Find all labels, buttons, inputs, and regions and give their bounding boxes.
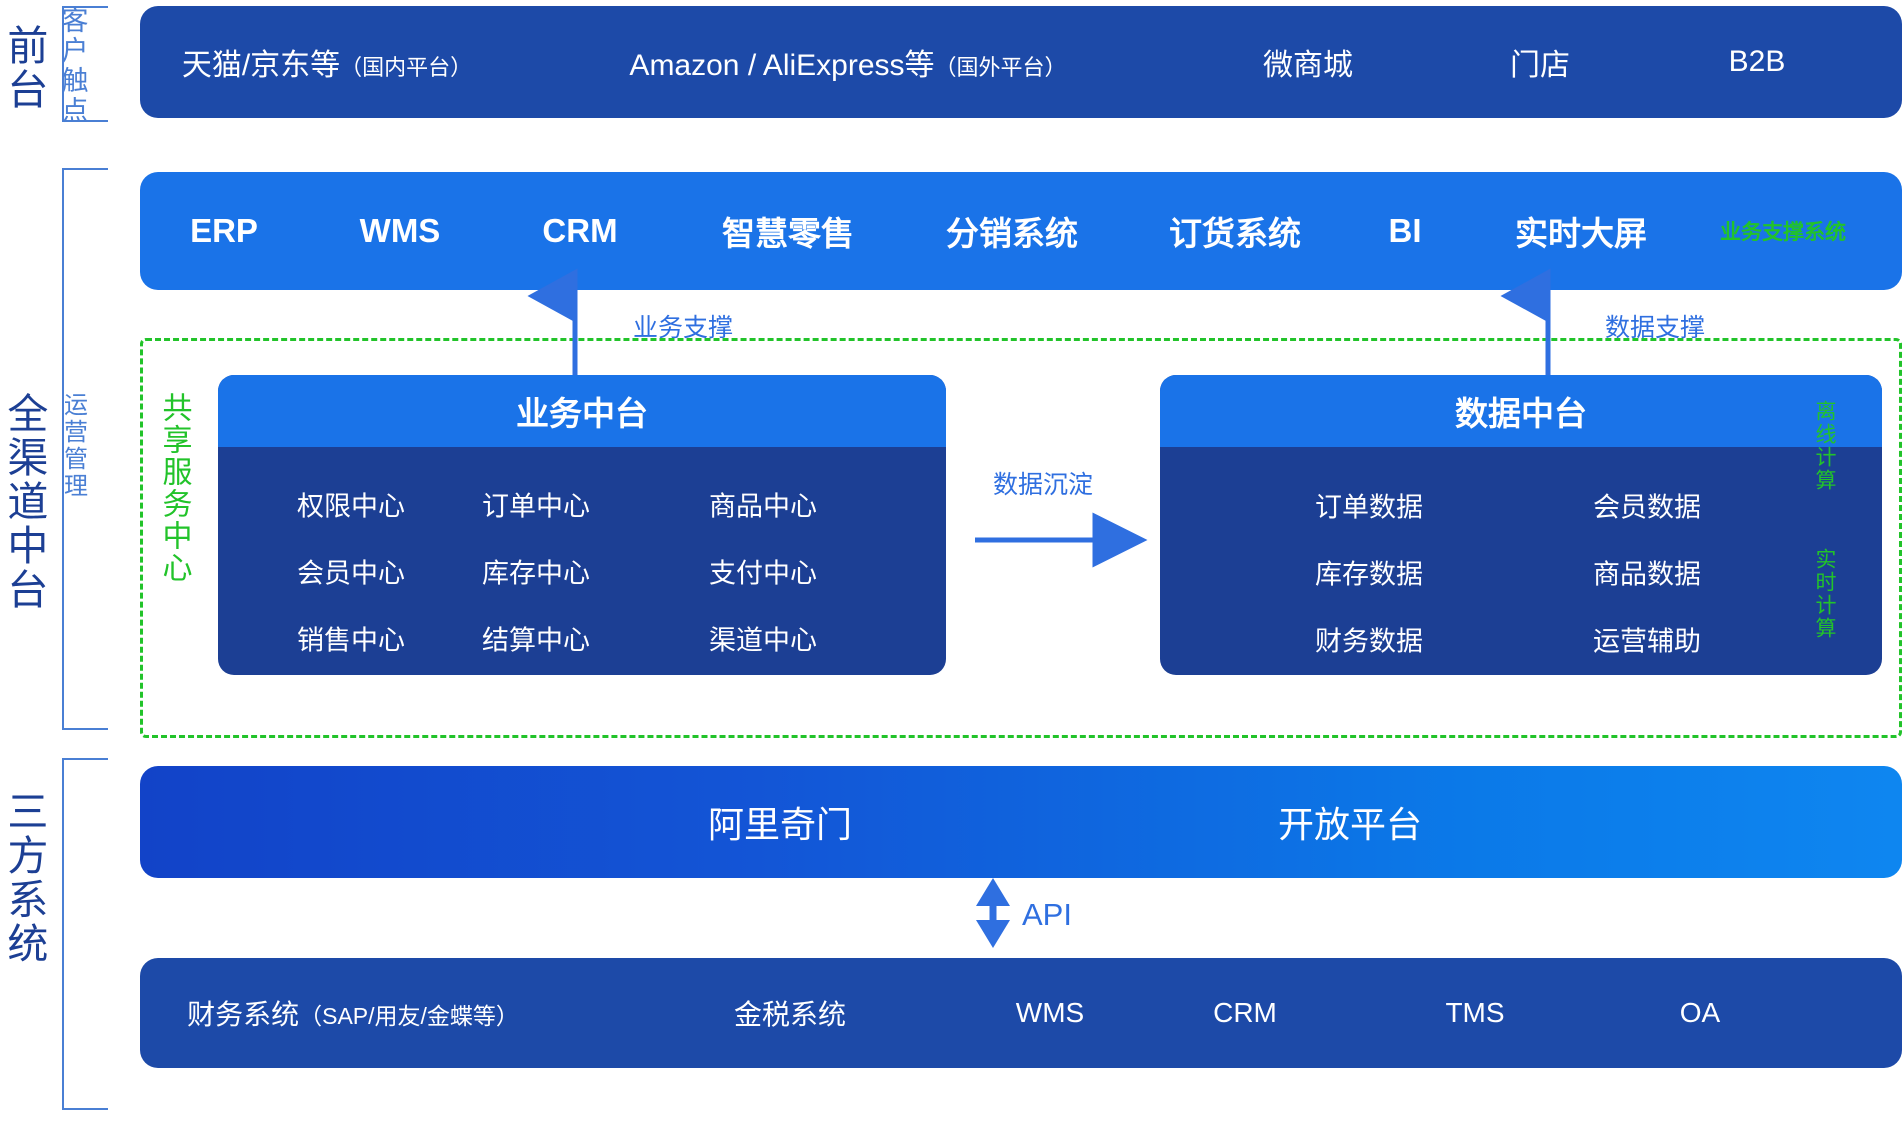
- support-item-realtime-screen[interactable]: 实时大屏: [1515, 215, 1647, 252]
- business-center-item-2-2[interactable]: 渠道中心: [709, 625, 817, 656]
- third-party-item-5-main: OA: [1679, 997, 1721, 1028]
- business-support-systems-bar: ERP WMS CRM 智慧零售 分销系统 订货系统 BI 实时大屏 业务支撑系…: [140, 172, 1902, 290]
- third-party-item-4-main: TMS: [1445, 997, 1505, 1028]
- business-center-body: 权限中心 会员中心 销售中心 订单中心 库存中心 结算中心 商品中心 支付中心 …: [218, 447, 946, 675]
- third-party-item-4[interactable]: TMS: [1445, 997, 1504, 1029]
- data-center-item-1-1[interactable]: 商品数据: [1593, 559, 1701, 590]
- connector-label-api: API: [1022, 897, 1072, 932]
- data-center-item-1-2[interactable]: 运营辅助: [1593, 626, 1701, 657]
- frontend-item-4-main: B2B: [1728, 45, 1786, 78]
- side-label-frontend-minor: 客户触点: [57, 6, 88, 126]
- frontend-item-1-sub: （国外平台）: [934, 55, 1067, 80]
- data-center-item-0-0[interactable]: 订单数据: [1315, 492, 1423, 523]
- open-platform-item-qimen[interactable]: 阿里奇门: [707, 804, 853, 845]
- third-party-item-3[interactable]: CRM: [1213, 997, 1277, 1029]
- bracket-third-party: [62, 758, 108, 1110]
- business-center-item-2-1[interactable]: 支付中心: [709, 558, 817, 589]
- side-label-third-major: 三方系统: [0, 790, 47, 966]
- support-item-wms[interactable]: WMS: [359, 212, 441, 249]
- open-platform-bar: 阿里奇门 开放平台: [140, 766, 1902, 878]
- open-platform-item-open[interactable]: 开放平台: [1277, 804, 1423, 845]
- third-party-item-2-main: WMS: [1015, 997, 1085, 1028]
- frontend-item-0-sub: （国内平台）: [340, 55, 473, 80]
- bracket-middle: [62, 168, 108, 730]
- frontend-item-0-main: 天猫/京东等: [181, 49, 341, 82]
- business-center-item-2-0[interactable]: 商品中心: [709, 491, 817, 522]
- data-center-item-0-2[interactable]: 财务数据: [1315, 626, 1423, 657]
- support-item-ordering[interactable]: 订货系统: [1169, 215, 1301, 252]
- connector-label-data-support: 数据支撑: [1604, 314, 1706, 342]
- connector-label-data-sedimentation: 数据沉淀: [992, 471, 1094, 499]
- side-label-frontend-major: 前台: [0, 24, 47, 112]
- third-party-item-0-main: 财务系统: [187, 999, 300, 1030]
- business-center-item-1-2[interactable]: 结算中心: [482, 625, 590, 656]
- frontend-item-0[interactable]: 天猫/京东等（国内平台）: [182, 40, 472, 84]
- support-item-smart-retail[interactable]: 智慧零售: [722, 215, 854, 252]
- third-party-item-0-sub: （SAP/用友/金蝶等）: [299, 1003, 519, 1029]
- third-party-item-2[interactable]: WMS: [1016, 997, 1084, 1029]
- third-party-item-1[interactable]: 金税系统: [734, 993, 846, 1033]
- arrow-api-down-head: [976, 920, 1010, 948]
- frontend-touchpoints-bar: 天猫/京东等（国内平台） Amazon / AliExpress等（国外平台） …: [140, 6, 1902, 118]
- frontend-item-1[interactable]: Amazon / AliExpress等（国外平台）: [629, 40, 1066, 84]
- data-center-item-0-1[interactable]: 库存数据: [1315, 559, 1423, 590]
- business-center-title: 业务中台: [218, 375, 946, 447]
- connector-label-business-support: 业务支撑: [632, 314, 734, 342]
- business-center-item-0-0[interactable]: 权限中心: [297, 491, 405, 522]
- business-center-item-0-2[interactable]: 销售中心: [297, 625, 405, 656]
- business-center-item-1-0[interactable]: 订单中心: [482, 491, 590, 522]
- third-party-item-3-main: CRM: [1213, 997, 1277, 1028]
- third-party-item-5[interactable]: OA: [1680, 997, 1720, 1029]
- business-center-card: 业务中台 权限中心 会员中心 销售中心 订单中心 库存中心 结算中心 商品中心 …: [218, 375, 946, 675]
- third-party-item-1-main: 金税系统: [733, 999, 847, 1030]
- frontend-item-2-main: 微商城: [1263, 49, 1353, 82]
- third-party-systems-bar: 财务系统（SAP/用友/金蝶等） 金税系统 WMS CRM TMS OA: [140, 958, 1902, 1068]
- support-item-erp[interactable]: ERP: [190, 212, 258, 249]
- bracket-frontend: [62, 6, 108, 122]
- support-item-crm[interactable]: CRM: [542, 212, 618, 249]
- frontend-item-3[interactable]: 门店: [1510, 40, 1570, 84]
- data-center-tag-offline: 离线计算: [1813, 400, 1837, 492]
- arrow-api-up-head: [976, 878, 1010, 906]
- frontend-item-2[interactable]: 微商城: [1263, 40, 1353, 84]
- data-center-tag-realtime: 实时计算: [1813, 548, 1837, 640]
- data-center-title: 数据中台: [1160, 375, 1882, 447]
- side-label-middle-major: 全渠道中台: [0, 392, 47, 612]
- data-center-item-1-0[interactable]: 会员数据: [1593, 492, 1701, 523]
- shared-service-center-label: 共享服务中心: [157, 392, 191, 584]
- business-center-item-0-1[interactable]: 会员中心: [297, 558, 405, 589]
- support-item-distribution[interactable]: 分销系统: [946, 215, 1078, 252]
- data-center-body: 订单数据 库存数据 财务数据 会员数据 商品数据 运营辅助: [1160, 447, 1882, 675]
- data-center-card: 数据中台 订单数据 库存数据 财务数据 会员数据 商品数据 运营辅助: [1160, 375, 1882, 675]
- third-party-item-0[interactable]: 财务系统（SAP/用友/金蝶等）: [187, 993, 519, 1033]
- frontend-item-1-main: Amazon / AliExpress等: [629, 49, 935, 82]
- support-item-bi[interactable]: BI: [1388, 212, 1422, 249]
- support-green-tag: 业务支撑系统: [1720, 221, 1846, 244]
- side-label-middle-minor: 运营管理: [59, 392, 87, 500]
- business-center-item-1-1[interactable]: 库存中心: [482, 558, 590, 589]
- frontend-item-3-main: 门店: [1510, 49, 1570, 82]
- frontend-item-4[interactable]: B2B: [1729, 45, 1786, 79]
- shared-service-center-region: [140, 338, 1902, 738]
